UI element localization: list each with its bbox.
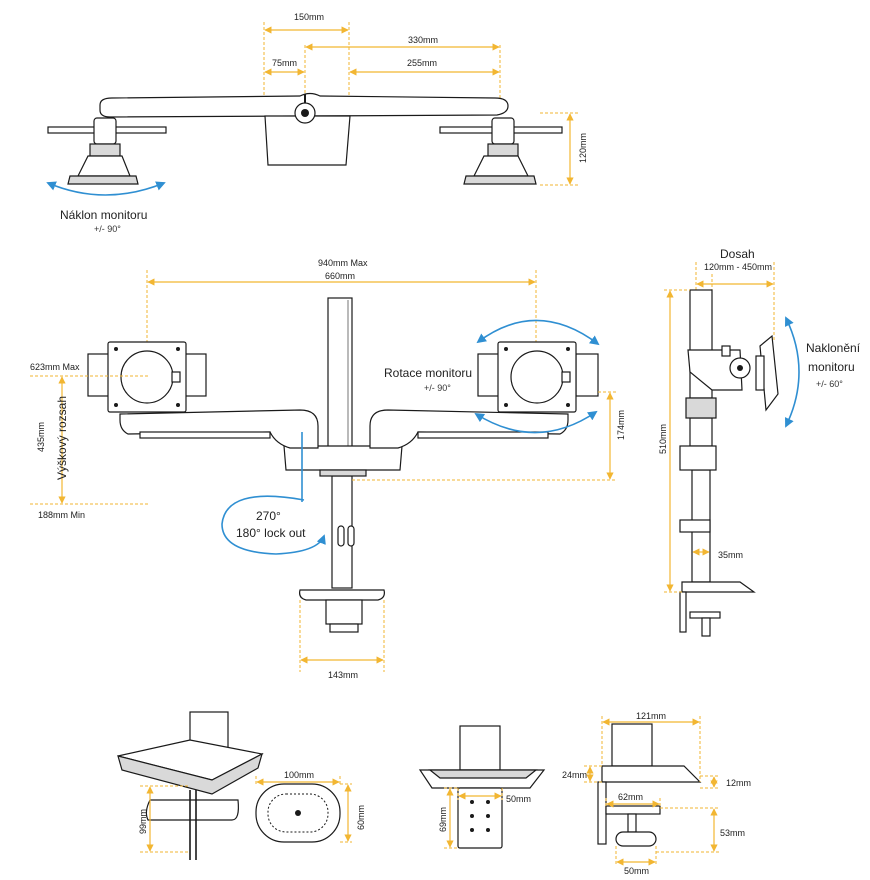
reach-value: 120mm - 450mm bbox=[704, 262, 772, 272]
dim-150: 150mm bbox=[294, 12, 324, 22]
reach-min: 660mm bbox=[325, 271, 355, 281]
reach-max: 940mm Max bbox=[318, 258, 368, 268]
dim-50b: 50mm bbox=[624, 866, 649, 876]
dim-69: 69mm bbox=[438, 807, 448, 832]
tilt-value: +/- 90° bbox=[94, 224, 121, 234]
dim-100: 100mm bbox=[284, 770, 314, 780]
dim-255: 255mm bbox=[407, 58, 437, 68]
dim-50a: 50mm bbox=[506, 794, 531, 804]
dim-120: 120mm bbox=[578, 133, 588, 163]
dim-330: 330mm bbox=[408, 35, 438, 45]
rotation-label: Rotace monitoru bbox=[384, 366, 472, 380]
swivel-main: 270° bbox=[256, 509, 281, 523]
height-min: 188mm Min bbox=[38, 510, 85, 520]
height-range-label: Výškový rozsah bbox=[55, 396, 69, 480]
dim-75: 75mm bbox=[272, 58, 297, 68]
dim-99: 99mm bbox=[138, 809, 148, 834]
reach-label: Dosah bbox=[720, 247, 755, 261]
grommet-detail: 100mm 60mm 99mm bbox=[117, 711, 366, 860]
dim-510: 510mm bbox=[658, 424, 668, 454]
clamp-detail: 121mm 24mm 12mm 62mm 53mm 50mm bbox=[562, 711, 751, 876]
side-tilt-label-1: Naklonění bbox=[806, 341, 861, 355]
bolt-detail: 50mm 69mm bbox=[418, 725, 546, 849]
dim-121: 121mm bbox=[636, 711, 666, 721]
swivel-lock: 180° lock out bbox=[236, 526, 306, 540]
dim-24: 24mm bbox=[562, 770, 587, 780]
side-tilt-value: +/- 60° bbox=[816, 379, 843, 389]
dim-174: 174mm bbox=[616, 410, 626, 440]
clamp-width: 143mm bbox=[328, 670, 358, 680]
side-tilt-label-2: monitoru bbox=[808, 360, 855, 374]
top-view: 150mm 330mm 75mm 255mm 120mm Náklon moni… bbox=[46, 12, 588, 234]
tilt-label: Náklon monitoru bbox=[60, 208, 147, 222]
height-range-value: 435mm bbox=[36, 422, 46, 452]
side-view: Dosah 120mm - 450mm Naklonění monitoru +… bbox=[658, 247, 861, 637]
dim-35: 35mm bbox=[718, 550, 743, 560]
dim-53: 53mm bbox=[720, 828, 745, 838]
height-max: 623mm Max bbox=[30, 362, 80, 372]
dim-62: 62mm bbox=[618, 792, 643, 802]
dim-12: 12mm bbox=[726, 778, 751, 788]
dim-60: 60mm bbox=[356, 805, 366, 830]
rotation-value: +/- 90° bbox=[424, 383, 451, 393]
front-view: 940mm Max 660mm Rotace monito bbox=[30, 258, 626, 680]
